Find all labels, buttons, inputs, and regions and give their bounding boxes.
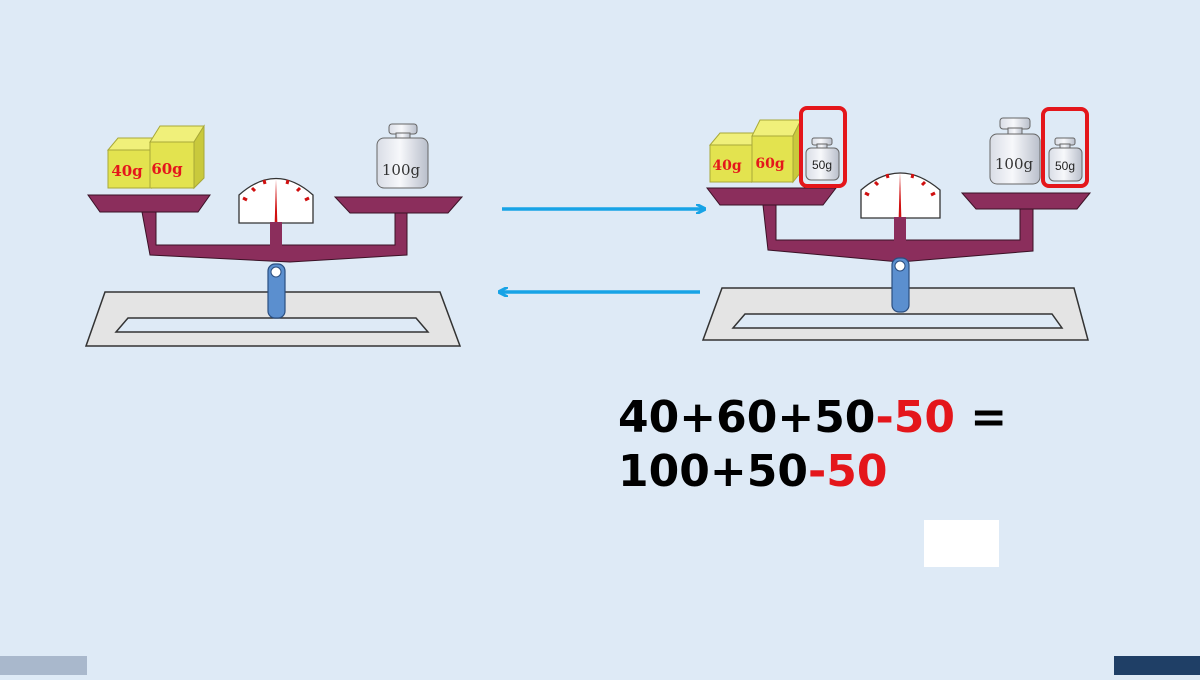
right-50g-highlight-box (1041, 107, 1089, 188)
right-scale-block-60g-label: 60g (755, 156, 784, 172)
left-scale-weight-100g-label: 100g (382, 161, 421, 179)
left-scale-block-60g: 60g (149, 124, 205, 190)
right-scale-weight-100g: 100g (989, 117, 1041, 185)
left-scale-weight-100g: 100g (376, 123, 429, 189)
left-scale-base (84, 291, 462, 347)
equation-line-1-red: -50 (875, 392, 955, 443)
equation-line-2-red: -50 (807, 446, 888, 497)
left-scale-pivot (267, 263, 286, 319)
equation-line-2-black: 100+50 (618, 446, 808, 497)
left-scale-block-40g-label: 40g (111, 162, 143, 180)
right-scale-left-pan (705, 187, 838, 206)
right-scale-gauge-ticks (864, 173, 936, 197)
footer-bar-left (0, 656, 87, 675)
left-scale-gauge-ticks (242, 179, 310, 202)
right-scale-left-weight-50g-label: 50g (812, 158, 832, 172)
footer-bar-right (1114, 656, 1200, 675)
equation-line-1-equals: = (954, 392, 1008, 443)
right-scale-left-weight-50g: 50g (805, 137, 840, 181)
left-scale-pivot-pin (270, 266, 282, 278)
right-scale-right-weight-50g: 50g (1048, 137, 1083, 182)
right-scale-right-pan (960, 192, 1092, 210)
equation-line-2: 100+50-50 (618, 446, 887, 497)
equation-line-1-black: 40+60+50 (618, 392, 876, 443)
left-scale: 40g 60g 100g (84, 123, 464, 347)
right-scale: 40g 60g 50g 100g 50g (701, 106, 1092, 341)
right-scale-block-40g-label: 40g (712, 158, 741, 174)
right-scale-base (701, 287, 1089, 341)
right-scale-weight-100g-label: 100g (995, 155, 1034, 173)
right-scale-pivot-pin (894, 260, 906, 272)
left-scale-left-pan (87, 194, 211, 213)
equation-line-1: 40+60+50-50 = (618, 392, 1007, 443)
left-scale-block-60g-label: 60g (151, 160, 183, 178)
right-scale-block-60g: 60g (751, 119, 802, 184)
right-scale-pivot (891, 257, 910, 313)
left-scale-right-pan (333, 196, 464, 214)
blank-answer-box (924, 520, 999, 567)
left-50g-highlight-box (799, 106, 847, 188)
right-scale-right-weight-50g-label: 50g (1055, 159, 1075, 173)
